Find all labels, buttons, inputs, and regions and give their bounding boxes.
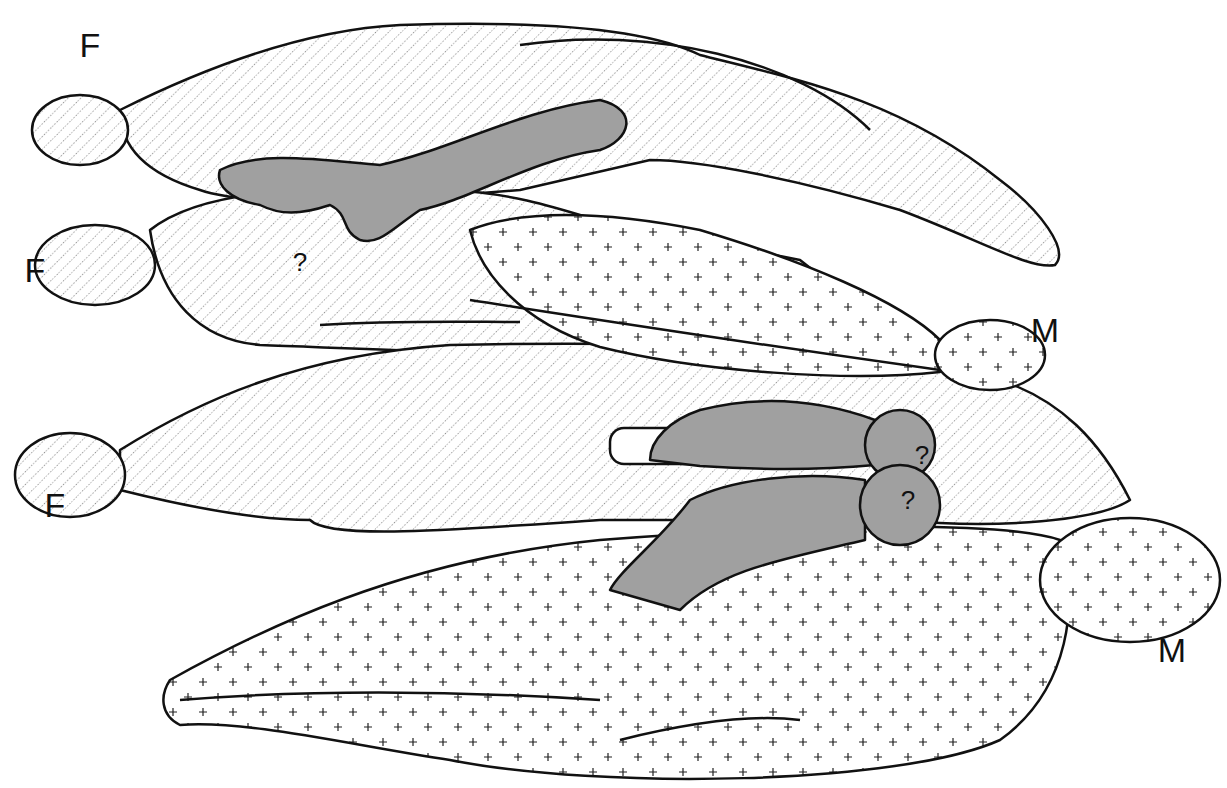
male-figure (470, 215, 940, 376)
figure-label: M (1031, 313, 1059, 347)
figure-label: M (1158, 633, 1186, 667)
figure-label: F (80, 28, 101, 62)
figure-label: F (45, 488, 66, 522)
female-head (32, 95, 128, 165)
infant-figure (650, 401, 875, 469)
infant-figure (219, 100, 626, 241)
male-head (935, 320, 1045, 390)
male-figure (163, 527, 1069, 779)
leg-line (180, 693, 800, 741)
figure-label: ? (293, 249, 307, 275)
hand-line (320, 300, 940, 370)
figure-label: ? (901, 487, 915, 513)
male-head (1040, 518, 1220, 642)
infant-head (860, 465, 940, 545)
female-head (35, 225, 155, 305)
figure-label: F (25, 253, 46, 287)
female-head (15, 433, 125, 517)
infant-figure (610, 476, 865, 610)
figure-label: ? (915, 442, 929, 468)
